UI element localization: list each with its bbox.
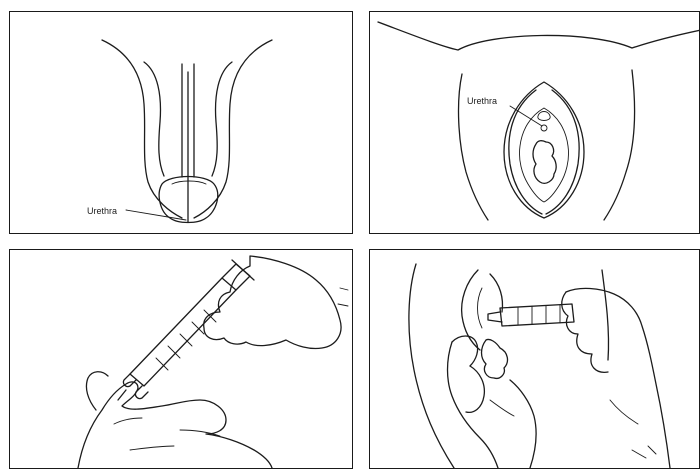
male-anatomy-illustration — [10, 12, 353, 234]
panel-male-anatomy: Urethra — [9, 11, 353, 234]
urethra-label-male: Urethra — [87, 207, 117, 216]
female-syringe-illustration — [370, 250, 700, 469]
panel-male-syringe-application — [9, 249, 353, 469]
panel-female-syringe-application — [369, 249, 700, 469]
panel-female-anatomy: Urethra — [369, 11, 700, 234]
female-anatomy-illustration — [370, 12, 700, 234]
urethra-label-female: Urethra — [467, 97, 497, 106]
male-syringe-illustration — [10, 250, 353, 469]
